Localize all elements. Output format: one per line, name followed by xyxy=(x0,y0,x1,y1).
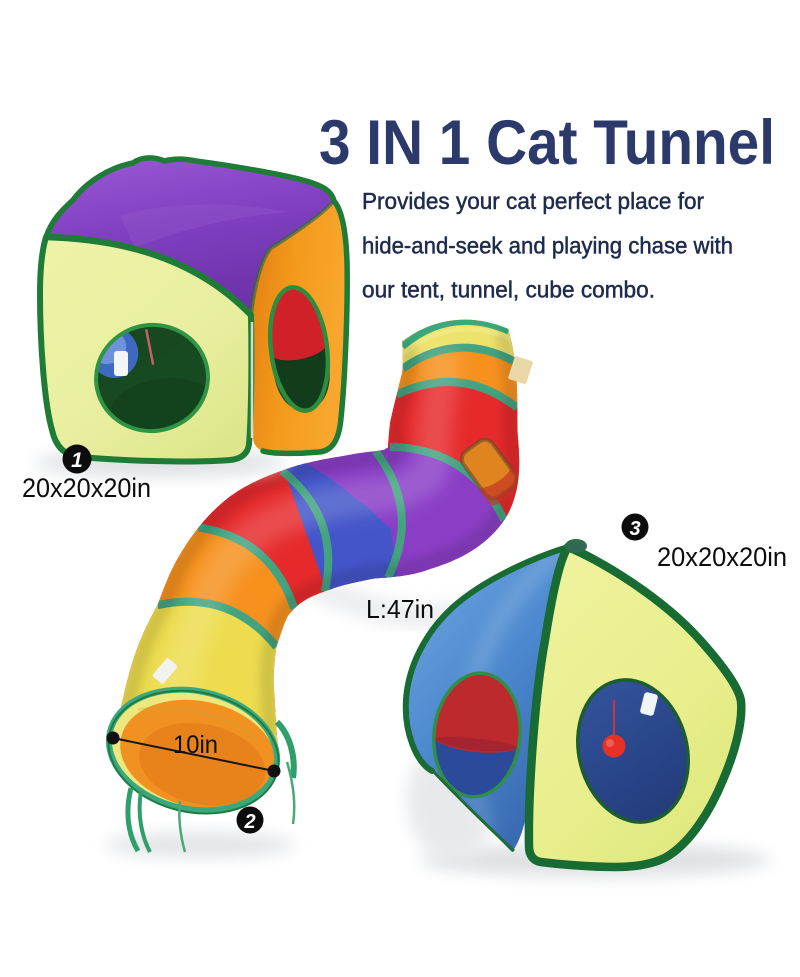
svg-text:L:47in: L:47in xyxy=(366,594,434,624)
svg-text:our tent, tunnel, cube combo.: our tent, tunnel, cube combo. xyxy=(362,277,655,303)
svg-text:Provides your cat perfect plac: Provides your cat perfect place for xyxy=(362,188,704,214)
svg-text:20x20x20in: 20x20x20in xyxy=(22,473,151,503)
svg-text:1: 1 xyxy=(71,449,83,472)
svg-text:2: 2 xyxy=(243,811,255,833)
svg-text:10in: 10in xyxy=(173,731,218,759)
svg-text:3: 3 xyxy=(629,518,640,540)
svg-text:20x20x20in: 20x20x20in xyxy=(657,542,787,572)
svg-text:3 IN 1 Cat Tunnel: 3 IN 1 Cat Tunnel xyxy=(319,108,775,178)
svg-text:hide-and-seek and playing chas: hide-and-seek and playing chase with xyxy=(362,233,733,259)
